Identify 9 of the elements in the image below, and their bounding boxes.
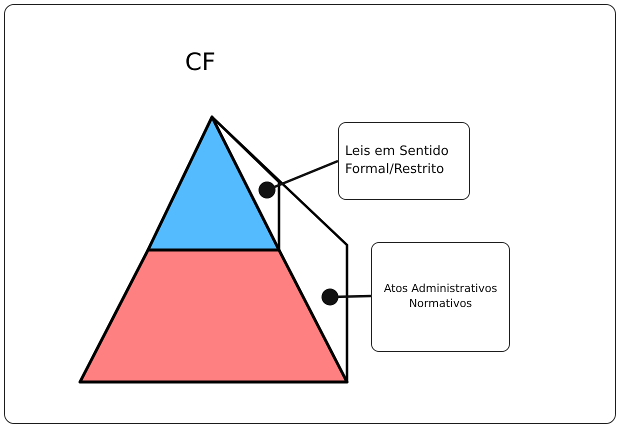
pyramid-top-layer	[146, 116, 280, 252]
callout-text: Leis em Sentido Formal/Restrito	[345, 143, 450, 179]
pyramid-base-layer	[78, 248, 348, 384]
callout-box	[338, 122, 470, 200]
leader-line	[322, 288, 372, 306]
diagram-title: CF	[185, 48, 216, 76]
leader-line	[258, 160, 338, 198]
callout-text: Atos Administrativos Normativos	[382, 282, 498, 312]
callout-box	[371, 242, 510, 352]
